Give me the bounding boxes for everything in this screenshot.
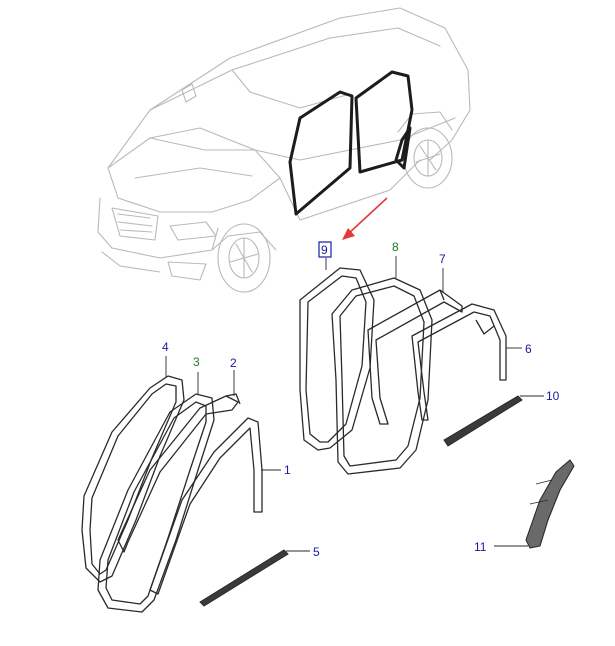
part-11-detail xyxy=(529,479,553,505)
part-3-front-door-seal[interactable] xyxy=(97,393,215,613)
callout-11[interactable]: 11 xyxy=(474,540,487,554)
vehicle-door-seal-highlight xyxy=(288,70,414,216)
highlight-arrow xyxy=(342,197,388,240)
callout-5[interactable]: 5 xyxy=(313,545,320,559)
part-2-front-door-frame-seal[interactable] xyxy=(117,393,241,553)
callout-4[interactable]: 4 xyxy=(162,340,169,354)
part-7-rear-door-frame-seal[interactable] xyxy=(367,289,463,425)
callout-6[interactable]: 6 xyxy=(525,342,532,356)
part-5-front-lower-strip[interactable] xyxy=(199,549,289,607)
callout-9[interactable]: 9 xyxy=(321,243,328,257)
callout-labels: 1 2 3 4 5 6 7 8 9 10 11 xyxy=(162,240,560,559)
leader-lines xyxy=(165,256,544,552)
part-10-rear-lower-strip[interactable] xyxy=(443,395,523,447)
part-4-front-door-opening-seal[interactable] xyxy=(81,375,185,583)
part-9-rear-door-opening-seal[interactable] xyxy=(299,267,375,451)
part-8-rear-door-seal[interactable] xyxy=(331,277,433,475)
callout-10[interactable]: 10 xyxy=(546,389,560,403)
part-11-pillar-trim[interactable] xyxy=(525,459,575,549)
callout-3[interactable]: 3 xyxy=(193,355,200,369)
part-1-front-door-glass-run[interactable] xyxy=(149,417,263,595)
callout-9-highlight-box xyxy=(318,241,332,258)
callout-1[interactable]: 1 xyxy=(284,463,291,477)
part-6-rear-door-glass-run[interactable] xyxy=(411,303,507,421)
callout-2[interactable]: 2 xyxy=(230,356,237,370)
callout-8[interactable]: 8 xyxy=(392,240,399,254)
vehicle-overview xyxy=(97,7,471,293)
callout-7[interactable]: 7 xyxy=(439,252,446,266)
